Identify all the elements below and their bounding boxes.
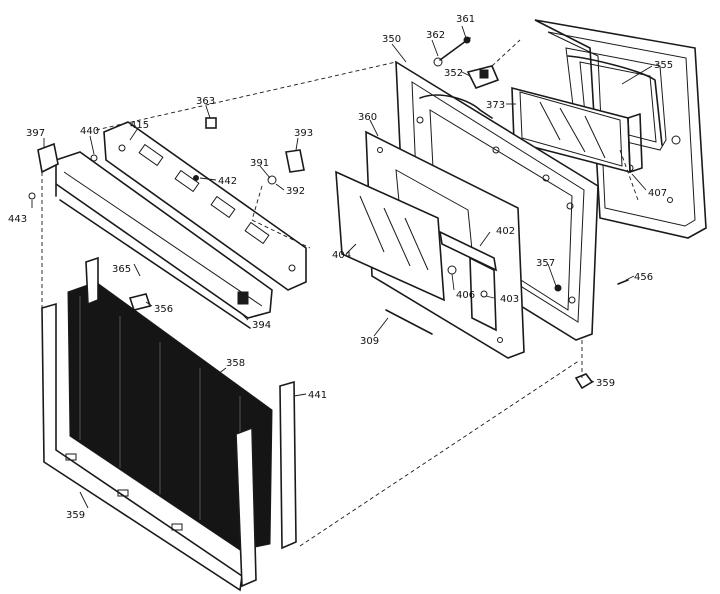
vent-bracket bbox=[103, 121, 307, 291]
label-407: 407 bbox=[648, 188, 667, 199]
leader-lines bbox=[31, 25, 653, 509]
label-355: 355 bbox=[654, 60, 673, 71]
label-360: 360 bbox=[358, 112, 377, 123]
rod-309 bbox=[385, 309, 433, 335]
glass-bracket bbox=[438, 230, 498, 332]
glass-pack bbox=[511, 86, 643, 174]
part-labels: 350 362 361 355 352 373 407 363 397 440 … bbox=[8, 14, 673, 521]
screw-443 bbox=[28, 192, 36, 200]
block-359 bbox=[574, 373, 594, 390]
label-359-block: 359 bbox=[596, 378, 615, 389]
label-309: 309 bbox=[360, 336, 379, 347]
label-403: 403 bbox=[500, 294, 519, 305]
screw-357 bbox=[554, 284, 562, 292]
latch-393 bbox=[285, 149, 305, 173]
label-393: 393 bbox=[294, 128, 313, 139]
label-391: 391 bbox=[250, 158, 269, 169]
part-391 bbox=[267, 175, 277, 185]
clip-363 bbox=[205, 117, 217, 129]
screw-456 bbox=[617, 279, 629, 285]
screw-442 bbox=[193, 175, 199, 181]
clip-356 bbox=[128, 293, 152, 311]
label-357: 357 bbox=[536, 258, 555, 269]
hinge-hardware bbox=[433, 36, 500, 89]
assembly-lines bbox=[41, 39, 639, 547]
window-glass bbox=[335, 170, 445, 302]
washer-440 bbox=[90, 154, 98, 162]
label-365: 365 bbox=[112, 264, 131, 275]
label-456: 456 bbox=[634, 272, 653, 283]
label-356: 356 bbox=[154, 304, 173, 315]
label-352: 352 bbox=[444, 68, 463, 79]
label-404: 404 bbox=[332, 250, 351, 261]
label-415: 415 bbox=[130, 120, 149, 131]
label-441: 441 bbox=[308, 390, 327, 401]
label-402: 402 bbox=[496, 226, 515, 237]
label-440: 440 bbox=[80, 126, 99, 137]
outer-frame bbox=[41, 256, 297, 592]
label-397: 397 bbox=[26, 128, 45, 139]
label-358: 358 bbox=[226, 358, 245, 369]
label-363: 363 bbox=[196, 96, 215, 107]
label-362: 362 bbox=[426, 30, 445, 41]
label-406: 406 bbox=[456, 290, 475, 301]
door-trim bbox=[55, 151, 273, 329]
label-394: 394 bbox=[252, 320, 271, 331]
label-442: 442 bbox=[218, 176, 237, 187]
label-359-frame: 359 bbox=[66, 510, 85, 521]
label-392: 392 bbox=[286, 186, 305, 197]
label-443: 443 bbox=[8, 214, 27, 225]
label-373: 373 bbox=[486, 100, 505, 111]
label-350: 350 bbox=[382, 34, 401, 45]
label-361: 361 bbox=[456, 14, 475, 25]
hinge-397 bbox=[37, 142, 59, 174]
